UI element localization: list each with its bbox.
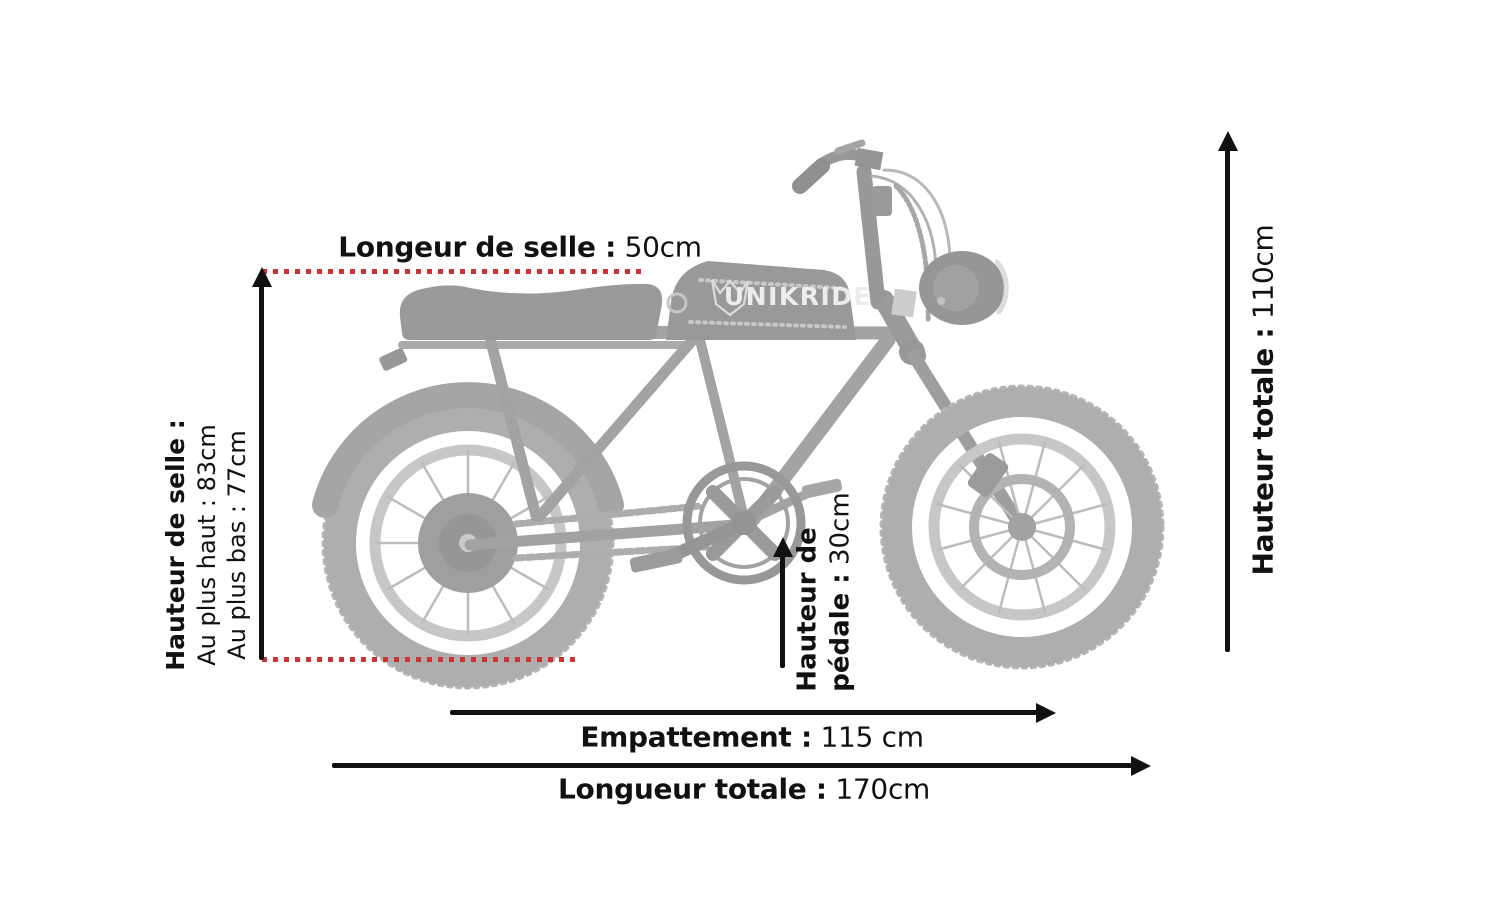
brake-lever <box>834 139 866 155</box>
chainring <box>629 461 843 585</box>
total-length-label: Longueur totale : 170cm <box>557 772 931 806</box>
brand-text: UNIKRIDE <box>724 282 872 311</box>
fox-logo-icon <box>710 279 750 317</box>
pedal-height-label: Hauteur de pédale : 30cm <box>792 492 856 692</box>
total-height-arrowhead-icon <box>1218 131 1238 151</box>
total-length-arrowhead-icon <box>1131 756 1151 776</box>
total-height-label: Hauteur totale : 110cm <box>1246 224 1280 576</box>
ground-dotted-line <box>262 657 576 662</box>
seat-length-label: Longeur de selle : 50cm <box>338 230 702 264</box>
right-pedal <box>801 478 843 499</box>
brake-caliper <box>967 453 1009 497</box>
brake-cable <box>870 174 938 270</box>
seat-height-arrow-line <box>259 285 264 660</box>
front-wheel <box>879 384 1165 670</box>
total-length-arrow-line <box>332 763 1132 768</box>
seat <box>399 283 663 340</box>
wheelbase-label: Empattement : 115 cm <box>580 720 924 754</box>
qr-sticker <box>891 288 917 318</box>
rear-fender <box>312 382 624 518</box>
wheelbase-arrowhead-icon <box>1036 703 1056 723</box>
left-pedal <box>629 548 683 573</box>
brake-disc <box>969 474 1075 580</box>
hook-ring <box>666 292 688 314</box>
seat-height-arrowhead-icon <box>252 267 272 287</box>
seat-height-label: Hauteur de selle : Au plus haut : 83cm A… <box>161 419 251 671</box>
battery-box: UNIKRIDE <box>666 261 872 340</box>
tail-light <box>379 348 408 371</box>
grip <box>792 158 830 194</box>
seat-top-dotted-line <box>262 269 646 274</box>
wheelbase-arrow-line <box>450 710 1038 715</box>
pedal-height-arrowhead-icon <box>773 537 793 557</box>
pedal-height-arrow-line <box>780 555 785 668</box>
headlight <box>919 251 1009 325</box>
front-fork <box>907 349 1025 529</box>
total-height-arrow-line <box>1225 149 1230 652</box>
